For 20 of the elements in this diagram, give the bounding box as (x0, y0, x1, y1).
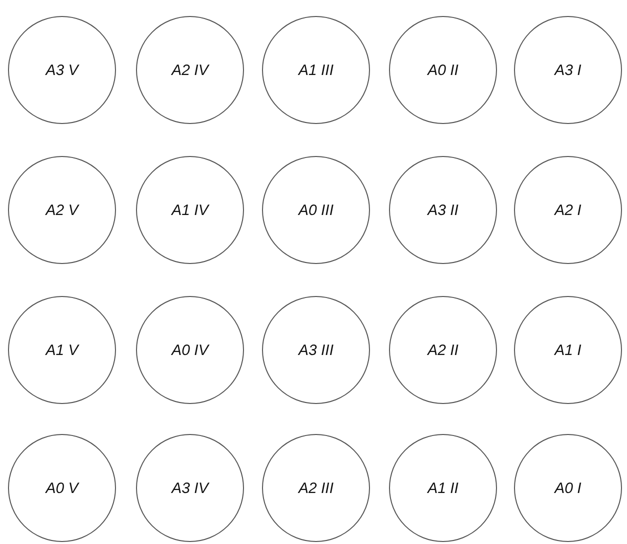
circle-node: A3 IV (136, 434, 244, 542)
circle-node: A1 III (262, 16, 370, 124)
circle-node: A2 II (389, 296, 497, 404)
circle-node: A1 II (389, 434, 497, 542)
circle-node: A0 II (389, 16, 497, 124)
circle-node: A2 I (514, 156, 622, 264)
circle-node: A2 IV (136, 16, 244, 124)
circle-node: A0 V (8, 434, 116, 542)
circle-node: A1 I (514, 296, 622, 404)
circle-node: A1 V (8, 296, 116, 404)
circle-node: A2 III (262, 434, 370, 542)
circle-node: A0 IV (136, 296, 244, 404)
circle-node: A1 IV (136, 156, 244, 264)
circle-node: A3 I (514, 16, 622, 124)
circle-node: A3 V (8, 16, 116, 124)
circle-node: A2 V (8, 156, 116, 264)
circle-node: A3 II (389, 156, 497, 264)
circle-node: A3 III (262, 296, 370, 404)
circle-node: A0 I (514, 434, 622, 542)
circle-node: A0 III (262, 156, 370, 264)
